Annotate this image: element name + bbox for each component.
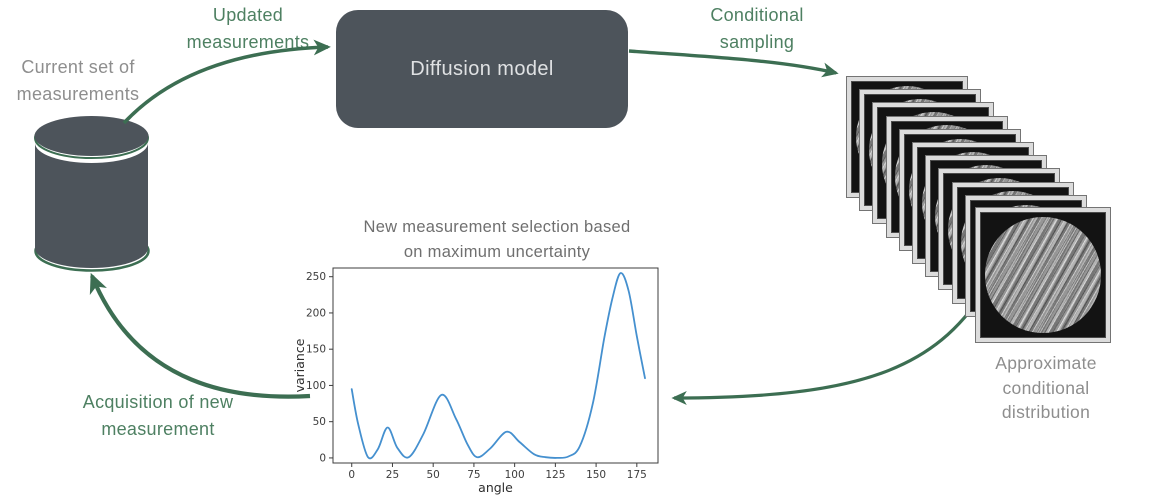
label-current-set: Current set of measurements (16, 57, 140, 104)
y-tick-label: 150 (306, 344, 326, 356)
database-body (35, 143, 148, 268)
x-tick-label: 25 (386, 469, 399, 481)
database-icon (34, 116, 150, 272)
x-axis-label: angle (478, 480, 513, 495)
diffusion-model-label: Diffusion model (410, 57, 554, 80)
diffusion-model-node: Diffusion model (336, 10, 628, 128)
y-tick-label: 0 (319, 452, 326, 464)
y-tick-label: 250 (306, 271, 326, 283)
y-tick-label: 200 (306, 307, 326, 319)
chart-title: New measurement selection based on maxim… (363, 218, 631, 261)
label-acquisition: Acquisition of new measurement (82, 392, 234, 439)
label-updated-measurements: Updated measurements (186, 5, 310, 52)
sample-image-stack (846, 76, 1126, 356)
y-tick-label: 100 (306, 380, 326, 392)
variance-curve (350, 272, 646, 460)
x-tick-label: 50 (427, 469, 440, 481)
database-lid (34, 116, 149, 156)
x-tick-label: 100 (505, 469, 525, 481)
y-tick-label: 50 (313, 416, 326, 428)
x-tick-label: 175 (627, 469, 647, 481)
arrow-acquisition (89, 272, 311, 399)
reconstruction-circle (985, 217, 1101, 333)
x-tick-label: 75 (467, 469, 480, 481)
plot-spines (332, 267, 659, 464)
x-tick-label: 125 (545, 469, 565, 481)
x-tick-label: 150 (586, 469, 606, 481)
label-conditional-sampling: Conditional sampling (710, 5, 804, 52)
sample-image (975, 207, 1111, 343)
y-axis-label: variance (292, 338, 307, 392)
sample-image-content (980, 212, 1106, 338)
x-tick-label: 0 (348, 469, 355, 481)
uncertainty-chart: 0 25 50 75 100 125 150 175 0 50 100 150 200 250 angle v… (292, 267, 659, 495)
label-approximate-distribution: Approximate conditional distribution (995, 353, 1097, 422)
